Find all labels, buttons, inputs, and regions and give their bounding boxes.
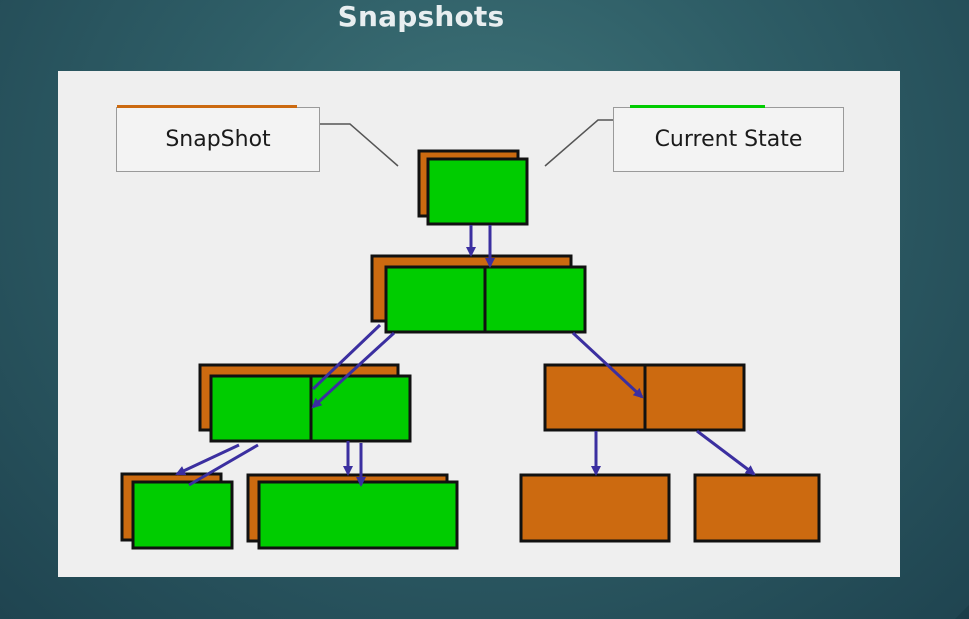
current-state-label: Current State <box>654 127 803 152</box>
current-state-label-box: Current State <box>613 105 844 172</box>
edge-level2-right-to-leaf4 <box>696 429 756 476</box>
current-state-label-color-tab <box>630 105 765 108</box>
slide-corner-accent <box>955 605 969 619</box>
diagram-panel: SnapShot Current State <box>58 71 900 577</box>
slide-title: Snapshots <box>337 0 505 33</box>
tree-edges <box>175 225 756 487</box>
snapshot-label: SnapShot <box>165 127 271 152</box>
edge-level2-left-to-leaf1-a <box>175 443 240 476</box>
edge-level1-to-level2-left-a <box>311 323 382 391</box>
leaf1-current-node <box>131 480 234 550</box>
snapshot-callout-line <box>320 123 399 167</box>
edge-level2-left-to-leaf1-b <box>188 443 259 487</box>
leaf4-snapshot-node <box>693 473 821 543</box>
edge-level1-to-level2-left-b <box>311 331 396 409</box>
current-state-callout-line <box>544 119 613 167</box>
leaf2-current-node <box>257 480 459 550</box>
snapshot-label-box: SnapShot <box>116 105 320 172</box>
snapshot-label-color-tab <box>117 105 297 108</box>
root-current-node <box>426 157 529 226</box>
edge-level1-to-level2-right <box>571 331 644 399</box>
tree-diagram <box>120 119 821 550</box>
leaf3-snapshot-node <box>519 473 671 543</box>
